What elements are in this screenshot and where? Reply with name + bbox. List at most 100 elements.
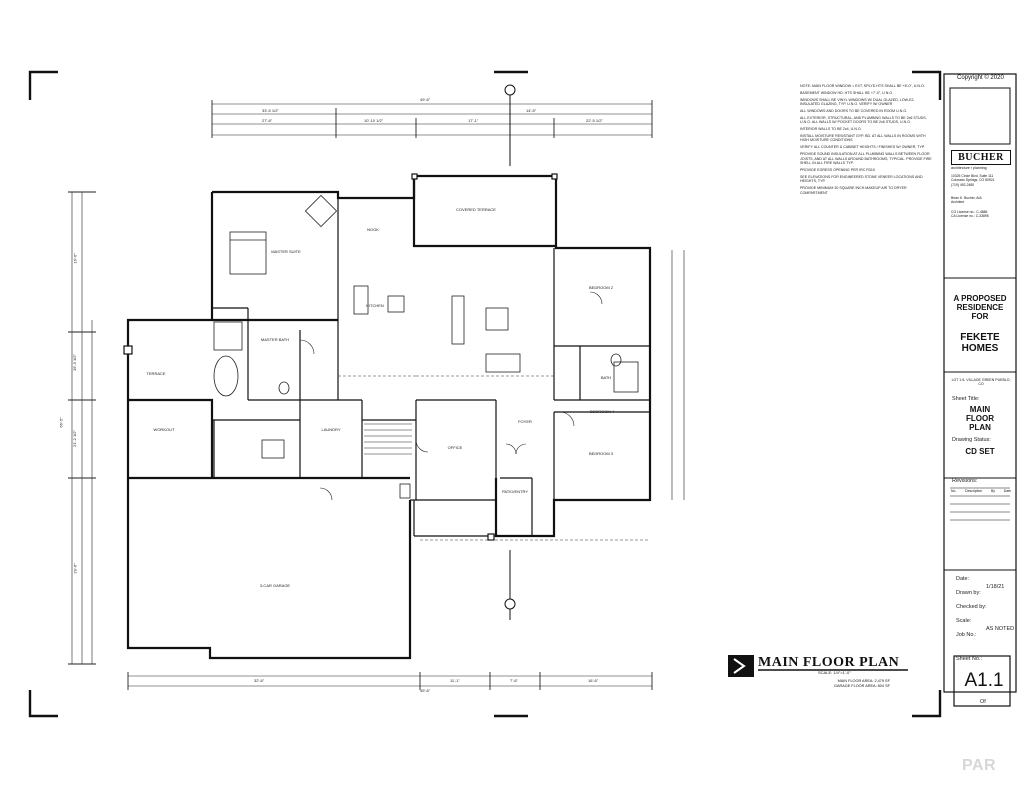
client-line: FEKETE [960, 332, 1000, 343]
address-line: Colorado Springs, CO 80921 [951, 178, 995, 183]
architect-line: Brian K. Bucher, AIA [951, 196, 982, 200]
checked-by-label: Checked by: [956, 604, 987, 610]
project-line: A PROPOSED [953, 294, 1007, 303]
sheet-crop-marks [28, 70, 942, 718]
note: PROVIDE MINIMUM 30 SQUARE INCH MAKEUP AI… [800, 186, 907, 195]
sheet-title: MAIN FLOOR PLAN [944, 405, 1016, 432]
room-label-garage: 3-CAR GARAGE [259, 583, 291, 588]
address-line: 10325 Circle Blvd, Suite 111 [951, 174, 994, 178]
sheet-title-line: PLAN [969, 423, 991, 432]
watermark-logo: PAR [962, 757, 997, 774]
drawn-by-label: Drawn by: [956, 590, 981, 596]
scale-value: AS NOTED [986, 626, 1015, 632]
hidden-lines [338, 375, 650, 541]
firm-logo: BUCHER [951, 150, 1011, 165]
room-label-bedroom-2: BEDROOM 2 [588, 285, 613, 290]
revision-header: Date [1003, 489, 1011, 493]
room-label-foyer: FOYER [518, 419, 532, 424]
plan-title-marker [728, 655, 908, 677]
sheet-number: A1.1 [964, 670, 1004, 691]
drawing-status-label: Drawing Status: [952, 437, 991, 443]
room-label-kitchen: KITCHEN [366, 303, 384, 308]
title-block [943, 73, 1017, 707]
license-line: CA License no.: C-33895 [951, 214, 989, 219]
room-label-master-bath: MASTER BATH [260, 337, 290, 342]
dim-left: 16'-6" [72, 253, 78, 264]
dimension-ticks [68, 100, 653, 690]
dim-top: 14'-5" [526, 108, 537, 113]
dim-top: 22'-5 1/2" [586, 118, 603, 123]
general-notes: NOTE: MAIN FLOOR WINDOW = EXT. SPLYD HTS… [800, 84, 934, 198]
garage-floor-area: GARAGE FLOOR AREA: 804 SF [834, 684, 890, 688]
revision-header: Description [965, 489, 983, 493]
dim-overall-left: 66'-5" [58, 417, 64, 428]
project-description: A PROPOSED RESIDENCE FOR [944, 294, 1016, 321]
room-label-workout: WORKOUT [153, 427, 175, 432]
room-label-covered-terrace: COVERED TERRACE [456, 207, 496, 212]
room-label-terrace: TERRACE [146, 371, 166, 376]
room-label-bath: BATH [600, 375, 612, 380]
dim-bottom: 16'-6" [588, 678, 599, 683]
dim-left: 19'-3 1/2" [71, 354, 77, 371]
firm-address: 10325 Circle Blvd, Suite 111 Colorado Sp… [951, 174, 1011, 187]
plan-scale: SCALE: 1/4"=1'-0" [818, 670, 851, 675]
dim-bottom: 11'-1" [450, 678, 460, 683]
room-label-nook: NOOK [367, 227, 379, 232]
exterior-walls [126, 174, 652, 660]
copyright: Copyright © 2020 [957, 75, 1004, 81]
dim-bottom: 7'-6" [510, 678, 518, 683]
floor-areas: MAIN FLOOR AREA: 2,479 SF GARAGE FLOOR A… [834, 679, 890, 689]
project-line: RESIDENCE [956, 303, 1004, 312]
client-line: HOMES [961, 343, 999, 354]
note: VERIFY ALL COUNTER & CABINET HEIGHTS / F… [800, 145, 925, 150]
note: ALL WINDOWS AND DOORS TO BE COVERED IN R… [800, 108, 908, 113]
note: SEE ELEVATIONS FOR ENGINEERED STONE VENE… [800, 174, 923, 184]
dim-top: 33'-5 1/2" [262, 108, 279, 113]
note: PROVIDE SOUND INSULATION AT ALL PLUMBING… [800, 152, 932, 166]
architect-line: Architect [951, 200, 965, 205]
room-label-master-suite: MASTER SUITE [271, 249, 301, 254]
sheet-title-line: MAIN [969, 405, 991, 414]
revisions-label: Revisions: [952, 478, 978, 484]
revision-headers: No. Description By Date [951, 489, 1011, 493]
main-floor-area: MAIN FLOOR AREA: 2,479 SF [837, 679, 890, 683]
of-label: Of [980, 699, 986, 705]
date-label: Date: [956, 576, 970, 582]
revision-header: By [990, 489, 995, 493]
room-label-office: OFFICE [447, 445, 463, 450]
job-no-label: Job No.: [956, 632, 977, 638]
note: INTERIOR WALLS TO BE 2x4, U.N.O. [800, 127, 862, 132]
dim-left: 21'-2 1/2" [71, 430, 77, 447]
note: ALL EXTERIOR, STRUCTURAL, AND PLUMBING W… [800, 115, 927, 125]
drawing-status: CD SET [965, 447, 995, 456]
firm-tagline: architecture ▪ planning [951, 166, 987, 170]
note: INSTALL MOISTURE RESISTANT GYP. BD. AT A… [800, 133, 926, 143]
scale-label: Scale: [956, 618, 972, 624]
dim-overall-bottom: 49'-6" [420, 688, 431, 693]
note: PROVIDE EGRESS OPENING PER IRC R310 [800, 168, 875, 172]
dim-top: 10'-10 1/2" [364, 118, 384, 123]
dim-top: 27'-6" [262, 118, 273, 123]
project-line: FOR [971, 312, 989, 321]
room-label-patio: PATIO/ENTRY [501, 489, 528, 494]
sheet-no-label: Sheet No.: [956, 656, 982, 662]
dim-left: 29'-6" [72, 563, 78, 574]
stairs [364, 423, 412, 455]
revision-header: No. [951, 489, 957, 493]
door-swings [299, 291, 603, 501]
date-value: 1/18/21 [986, 584, 1005, 590]
note: NOTE: MAIN FLOOR WINDOW = EXT. SPLYD HTS… [800, 84, 925, 88]
license-line: CO License no.: C-4886 [951, 210, 988, 214]
room-label-laundry: LAUNDRY [321, 427, 341, 432]
dimension-lines [71, 103, 685, 687]
furniture [213, 194, 639, 499]
address-line: (719) 492-2480 [951, 182, 975, 187]
note: BASEMENT WINDOW HD. HTS SHALL BE +7'-0",… [800, 90, 894, 95]
dim-top: 17'-1" [468, 118, 479, 123]
lot-info: LOT 1-5, VILLAGE GREEN PUEBLO, CO [951, 378, 1011, 386]
plan-title: MAIN FLOOR PLAN [758, 655, 900, 670]
section-markers [504, 84, 516, 620]
room-label-bedroom-4: BEDROOM 4 [589, 409, 614, 414]
dim-overall-top: 49'-6" [420, 97, 431, 102]
